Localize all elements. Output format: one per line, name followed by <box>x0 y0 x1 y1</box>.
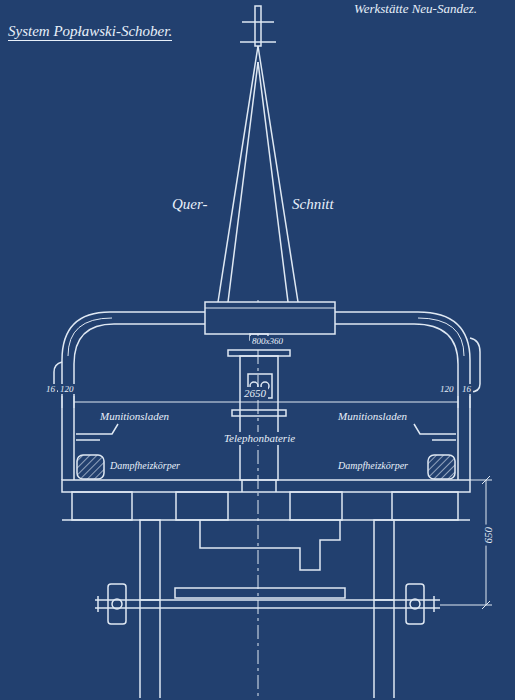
drawing-rect <box>72 492 132 520</box>
drawing-rect <box>232 410 286 416</box>
drawing-line <box>159 600 161 698</box>
dimension: 800x360 <box>250 336 285 346</box>
drawing-line <box>258 300 259 698</box>
dimension: 16 <box>460 384 473 394</box>
drawing-circle <box>410 599 420 609</box>
part-label: Dampfheizkörper <box>108 460 182 472</box>
dimension: 650 <box>482 525 495 546</box>
drawing-line <box>482 476 490 484</box>
dimension: 120 <box>438 384 456 394</box>
drawing-path <box>68 318 112 356</box>
drawing-line <box>258 62 288 302</box>
part-label: Dampfheizkörper <box>336 460 410 472</box>
view-title: Quer- <box>170 196 210 213</box>
drawing-line <box>62 396 63 408</box>
drawing-rect <box>228 350 290 356</box>
drawing-line <box>458 396 459 408</box>
part-label: Munitionsladen <box>336 410 409 423</box>
part-label: Munitionsladen <box>98 410 171 423</box>
drawing-rect <box>62 480 470 492</box>
drawing-line <box>97 596 99 612</box>
drawing-rect <box>255 6 261 46</box>
drawing-rect <box>175 588 345 598</box>
dimension: 16 <box>44 384 57 394</box>
drawing-line <box>95 599 440 601</box>
drawing-line <box>74 402 458 403</box>
view-title: Schnitt <box>290 196 336 213</box>
workshop-note: Werkstätte Neu-Sandez. <box>352 2 479 17</box>
drawing-rect <box>374 520 394 600</box>
drawing-path <box>62 312 470 480</box>
drawing-line <box>218 46 258 302</box>
drawing-line <box>228 62 258 302</box>
drawing-line <box>440 605 492 606</box>
drawing-line <box>470 396 471 408</box>
drawing-line <box>275 480 277 492</box>
drawing-line <box>241 480 243 492</box>
drawing-path <box>418 318 464 356</box>
drawing-line <box>432 439 456 441</box>
drawing-rect <box>428 455 455 479</box>
drawing-rect <box>392 492 458 520</box>
drawing-line <box>62 519 470 521</box>
drawing-line <box>95 607 440 609</box>
part-label: Telephonbaterie <box>222 432 297 445</box>
drawing-path <box>74 324 458 480</box>
drawing-line <box>433 596 435 612</box>
drawing-line <box>205 308 335 309</box>
drawing-line <box>373 600 375 698</box>
drawing-path <box>414 424 456 434</box>
drawing-rect <box>406 584 424 624</box>
drawing-circle <box>112 599 122 609</box>
dimension: 2650 <box>242 387 268 400</box>
drawing-line <box>76 439 100 441</box>
drawing-rect <box>205 302 335 334</box>
drawing-rect <box>108 584 126 624</box>
drawing-line <box>242 21 274 23</box>
drawing-line <box>470 480 492 481</box>
drawing-path <box>76 424 118 434</box>
drawing-line <box>74 396 75 408</box>
drawing-rect <box>77 455 104 479</box>
drawing-path <box>200 520 340 570</box>
drawing-line <box>393 600 395 698</box>
drawing-rect <box>140 520 160 600</box>
drawing-lines <box>54 6 492 698</box>
dimension: 120 <box>58 384 76 394</box>
drawing-line <box>482 601 490 609</box>
drawing-line <box>258 46 298 302</box>
drawing-rect <box>176 492 228 520</box>
drawing-line <box>139 600 141 698</box>
drawing-rect <box>290 492 342 520</box>
drawing-rect <box>240 356 278 480</box>
drawing-line <box>240 41 276 43</box>
drawing-title: System Popławski-Schober. <box>8 22 172 41</box>
